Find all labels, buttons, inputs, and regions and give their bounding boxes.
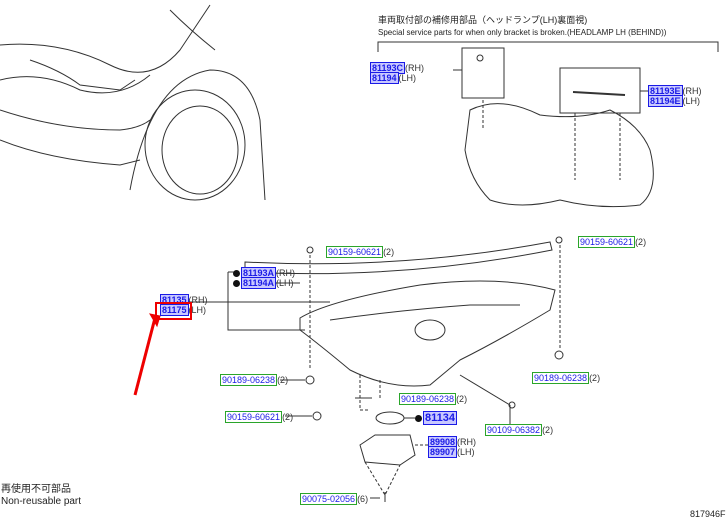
part-suffix: (LH): [398, 73, 417, 83]
part-link[interactable]: 90159-60621: [326, 246, 384, 258]
part-callout[interactable]: 81175(LH): [160, 304, 207, 316]
part-callout[interactable]: 90075-02056(6): [300, 493, 369, 505]
part-suffix: (LH): [276, 278, 294, 288]
part-callout[interactable]: 81193C(RH): [370, 62, 425, 74]
part-callout[interactable]: 81193A(RH): [233, 267, 296, 279]
part-link[interactable]: 81194A: [241, 277, 277, 289]
part-suffix: (LH): [682, 96, 701, 106]
part-suffix: (LH): [457, 447, 475, 457]
car-front-drawing: [0, 4, 266, 201]
part-link[interactable]: 90189-06238: [220, 374, 278, 386]
figure-id: 817946F: [690, 509, 726, 519]
part-callout[interactable]: 89907(LH): [428, 446, 475, 458]
part-suffix: (RH): [457, 437, 477, 447]
part-suffix: (2): [383, 247, 395, 257]
part-link[interactable]: 81134: [423, 411, 457, 425]
part-callout[interactable]: 90189-06238(2): [532, 372, 601, 384]
legend-en: Non-reusable part: [1, 496, 82, 507]
part-link[interactable]: 90189-06238: [532, 372, 590, 384]
part-callout[interactable]: 90159-60621(2): [326, 246, 395, 258]
part-suffix: (LH): [188, 305, 207, 315]
part-suffix: (RH): [405, 63, 425, 73]
part-callout[interactable]: 81193E(RH): [648, 85, 702, 97]
non-reusable-dot-icon: [233, 280, 240, 287]
highlight-box: [155, 302, 192, 320]
part-callout[interactable]: 90189-06238(2): [399, 393, 468, 405]
part-callout[interactable]: 90159-60621(2): [225, 411, 294, 423]
inset-title-en: Special service parts for when only brac…: [378, 28, 667, 37]
part-callout[interactable]: 90159-60621(2): [578, 236, 647, 248]
part-callout[interactable]: 81194(LH): [370, 72, 417, 84]
inset-title-jp: 車両取付部の補修用部品（ヘッドランプ(LH)裏面視): [378, 15, 588, 25]
part-suffix: (2): [277, 375, 289, 385]
part-suffix: (2): [542, 425, 554, 435]
part-link[interactable]: 81175: [160, 304, 189, 316]
part-link[interactable]: 89908: [428, 436, 458, 448]
inset-frame: [377, 41, 719, 52]
part-callout[interactable]: 81194A(LH): [233, 277, 294, 289]
part-link[interactable]: 81194E: [648, 95, 683, 107]
part-link[interactable]: 90159-60621: [225, 411, 283, 423]
part-link[interactable]: 90075-02056: [300, 493, 358, 505]
part-suffix: (2): [635, 237, 647, 247]
part-callout[interactable]: 90189-06238(2): [220, 374, 289, 386]
part-callout[interactable]: 90109-06382(2): [485, 424, 554, 436]
part-link[interactable]: 90189-06238: [399, 393, 457, 405]
part-suffix: (2): [282, 412, 294, 422]
non-reusable-dot-icon: [415, 415, 422, 422]
part-suffix: (RH): [188, 295, 208, 305]
part-suffix: (2): [456, 394, 468, 404]
legend-jp: 再使用不可部品: [1, 484, 71, 495]
part-link[interactable]: 81193A: [241, 267, 277, 279]
part-link[interactable]: 81193E: [648, 85, 683, 97]
part-callout[interactable]: 89908(RH): [428, 436, 477, 448]
part-callout[interactable]: 81194E(LH): [648, 95, 701, 107]
part-suffix: (6): [357, 494, 369, 504]
part-link[interactable]: 90109-06382: [485, 424, 543, 436]
part-link[interactable]: 81194: [370, 72, 399, 84]
part-suffix: (2): [589, 373, 601, 383]
part-link[interactable]: 89907: [428, 446, 458, 458]
part-link[interactable]: 81193C: [370, 62, 406, 74]
part-suffix: (RH): [682, 86, 702, 96]
non-reusable-dot-icon: [233, 270, 240, 277]
part-callout[interactable]: 81134: [415, 411, 457, 425]
part-suffix: (RH): [276, 268, 296, 278]
part-link[interactable]: 90159-60621: [578, 236, 636, 248]
